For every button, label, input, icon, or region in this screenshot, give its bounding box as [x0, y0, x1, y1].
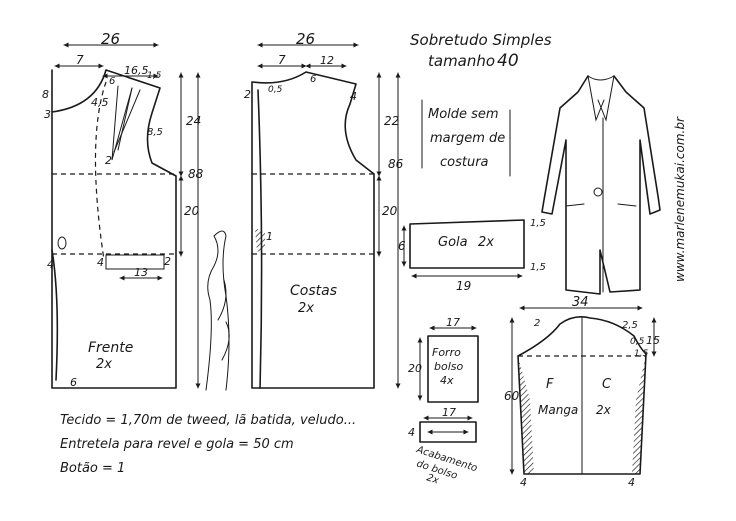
front-label: Frente [88, 340, 133, 356]
front-pocket-placement [105, 254, 165, 270]
sleeve-d15: 1,5 [634, 349, 649, 359]
collar-piece: 19 6 1,5 1,5 Gola 2x [398, 218, 546, 293]
sleeve-width: 34 [572, 295, 589, 310]
coat-illustration [541, 75, 661, 295]
back-piece: 26 7 12 2 0,5 6 4 1 22 86 20 Costas 2x [244, 30, 404, 389]
back-neck-width: 7 [278, 53, 286, 67]
front-piece: 26 7 16,5 13 4 2 8 3 4,5 6 1,5 8,5 [42, 30, 204, 389]
back-h86: 86 [388, 157, 404, 171]
front-d2: 2 [105, 154, 112, 167]
pocket-facing-width: 17 [442, 406, 456, 419]
front-side-4: 4 [47, 258, 54, 271]
materials-button: Botão = 1 [60, 461, 125, 476]
back-d05: 0,5 [268, 85, 283, 95]
sleeve-outline [517, 316, 647, 475]
note-line3: costura [440, 155, 489, 170]
pocket-facing-count: 2x [425, 472, 440, 486]
pocket-lining-line1: Forro [432, 346, 461, 359]
front-shoulder-width: 16,5 [124, 64, 149, 77]
front-d8: 8 [42, 88, 49, 101]
seam-allowance-note: Molde sem margem de costura [421, 99, 511, 177]
front-d45: 4,5 [91, 96, 109, 109]
back-d6: 6 [310, 74, 316, 85]
materials-interfacing: Entretela para revel e gola = 50 cm [60, 437, 294, 452]
back-width-label: 26 [296, 30, 315, 48]
back-shoulder-width: 12 [320, 54, 334, 67]
materials-block: Tecido = 1,70m de tweed, lã batida, velu… [60, 413, 356, 476]
coat-button-icon [593, 187, 603, 197]
materials-fabric: Tecido = 1,70m de tweed, lã batida, velu… [60, 413, 356, 428]
sleeve-d25: 2,5 [622, 320, 638, 331]
sleeve-d05: 0,5 [630, 337, 645, 347]
front-hem-6: 6 [70, 376, 77, 389]
collar-width: 19 [456, 279, 471, 293]
title-block: Sobretudo Simples tamanho 40 [410, 31, 552, 71]
front-width-label: 26 [101, 30, 120, 48]
back-d1: 1 [266, 230, 273, 243]
sleeve-back-mark: C [602, 377, 612, 392]
title-size: 40 [497, 51, 519, 71]
back-h22: 22 [384, 114, 399, 128]
back-d2: 2 [244, 88, 251, 101]
site-url: www.marlenemukai.com.br [673, 116, 687, 282]
title-line2: tamanho [428, 52, 495, 70]
pocket-lining-piece: 17 20 Forro bolso 4x [408, 316, 479, 403]
button-mark-icon [57, 236, 67, 250]
front-d3: 3 [44, 108, 51, 121]
note-line2: margem de [430, 131, 505, 146]
back-count: 2x [298, 301, 314, 316]
front-neck-width: 7 [76, 53, 84, 67]
front-d85: 8,5 [147, 127, 163, 138]
pocket-lining-width: 17 [446, 316, 460, 329]
sleeve-hem-left: 4 [520, 476, 527, 489]
note-line1: Molde sem [428, 107, 499, 122]
front-d6: 6 [109, 76, 115, 87]
pocket-lining-line2: bolso [434, 360, 463, 373]
front-h88: 88 [188, 167, 204, 181]
front-h24: 24 [186, 114, 201, 128]
collar-count: 2x [478, 235, 494, 250]
front-outline [51, 69, 177, 389]
sleeve-count: 2x [596, 403, 612, 417]
front-d15: 1,5 [147, 71, 162, 81]
pocket-facing-piece: 17 4 Acabamento do bolso 2x [408, 406, 479, 487]
pocket-lining-height: 20 [408, 362, 422, 375]
back-h20: 20 [382, 204, 398, 218]
title-line1: Sobretudo Simples [410, 31, 552, 49]
sleeve-piece: 34 15 60 2 2,5 0,5 1,5 F C Manga 2x 4 4 [504, 295, 660, 489]
collar-right-bottom: 1,5 [530, 262, 546, 273]
front-h20: 20 [184, 204, 200, 218]
sleeve-hem-right: 4 [628, 476, 635, 489]
front-pocket-side: 2 [164, 255, 171, 268]
back-outline [251, 71, 375, 389]
collar-label: Gola [438, 235, 468, 250]
back-d4: 4 [350, 90, 357, 103]
sleeve-label: Manga [538, 403, 578, 417]
sleeve-cap-height: 15 [646, 334, 660, 347]
collar-right-top: 1,5 [530, 218, 546, 229]
back-label: Costas [290, 283, 337, 299]
sleeve-d2: 2 [534, 318, 540, 329]
pocket-lining-count: 4x [440, 374, 454, 387]
front-count: 2x [96, 357, 112, 372]
front-pocket-width: 13 [134, 266, 148, 279]
pocket-facing-height: 4 [408, 426, 415, 439]
signature-scribble [205, 230, 230, 391]
sleeve-front-mark: F [546, 377, 554, 392]
front-pocket-depth: 4 [97, 256, 104, 269]
sleeve-length: 60 [504, 389, 520, 403]
collar-height: 6 [398, 239, 406, 253]
